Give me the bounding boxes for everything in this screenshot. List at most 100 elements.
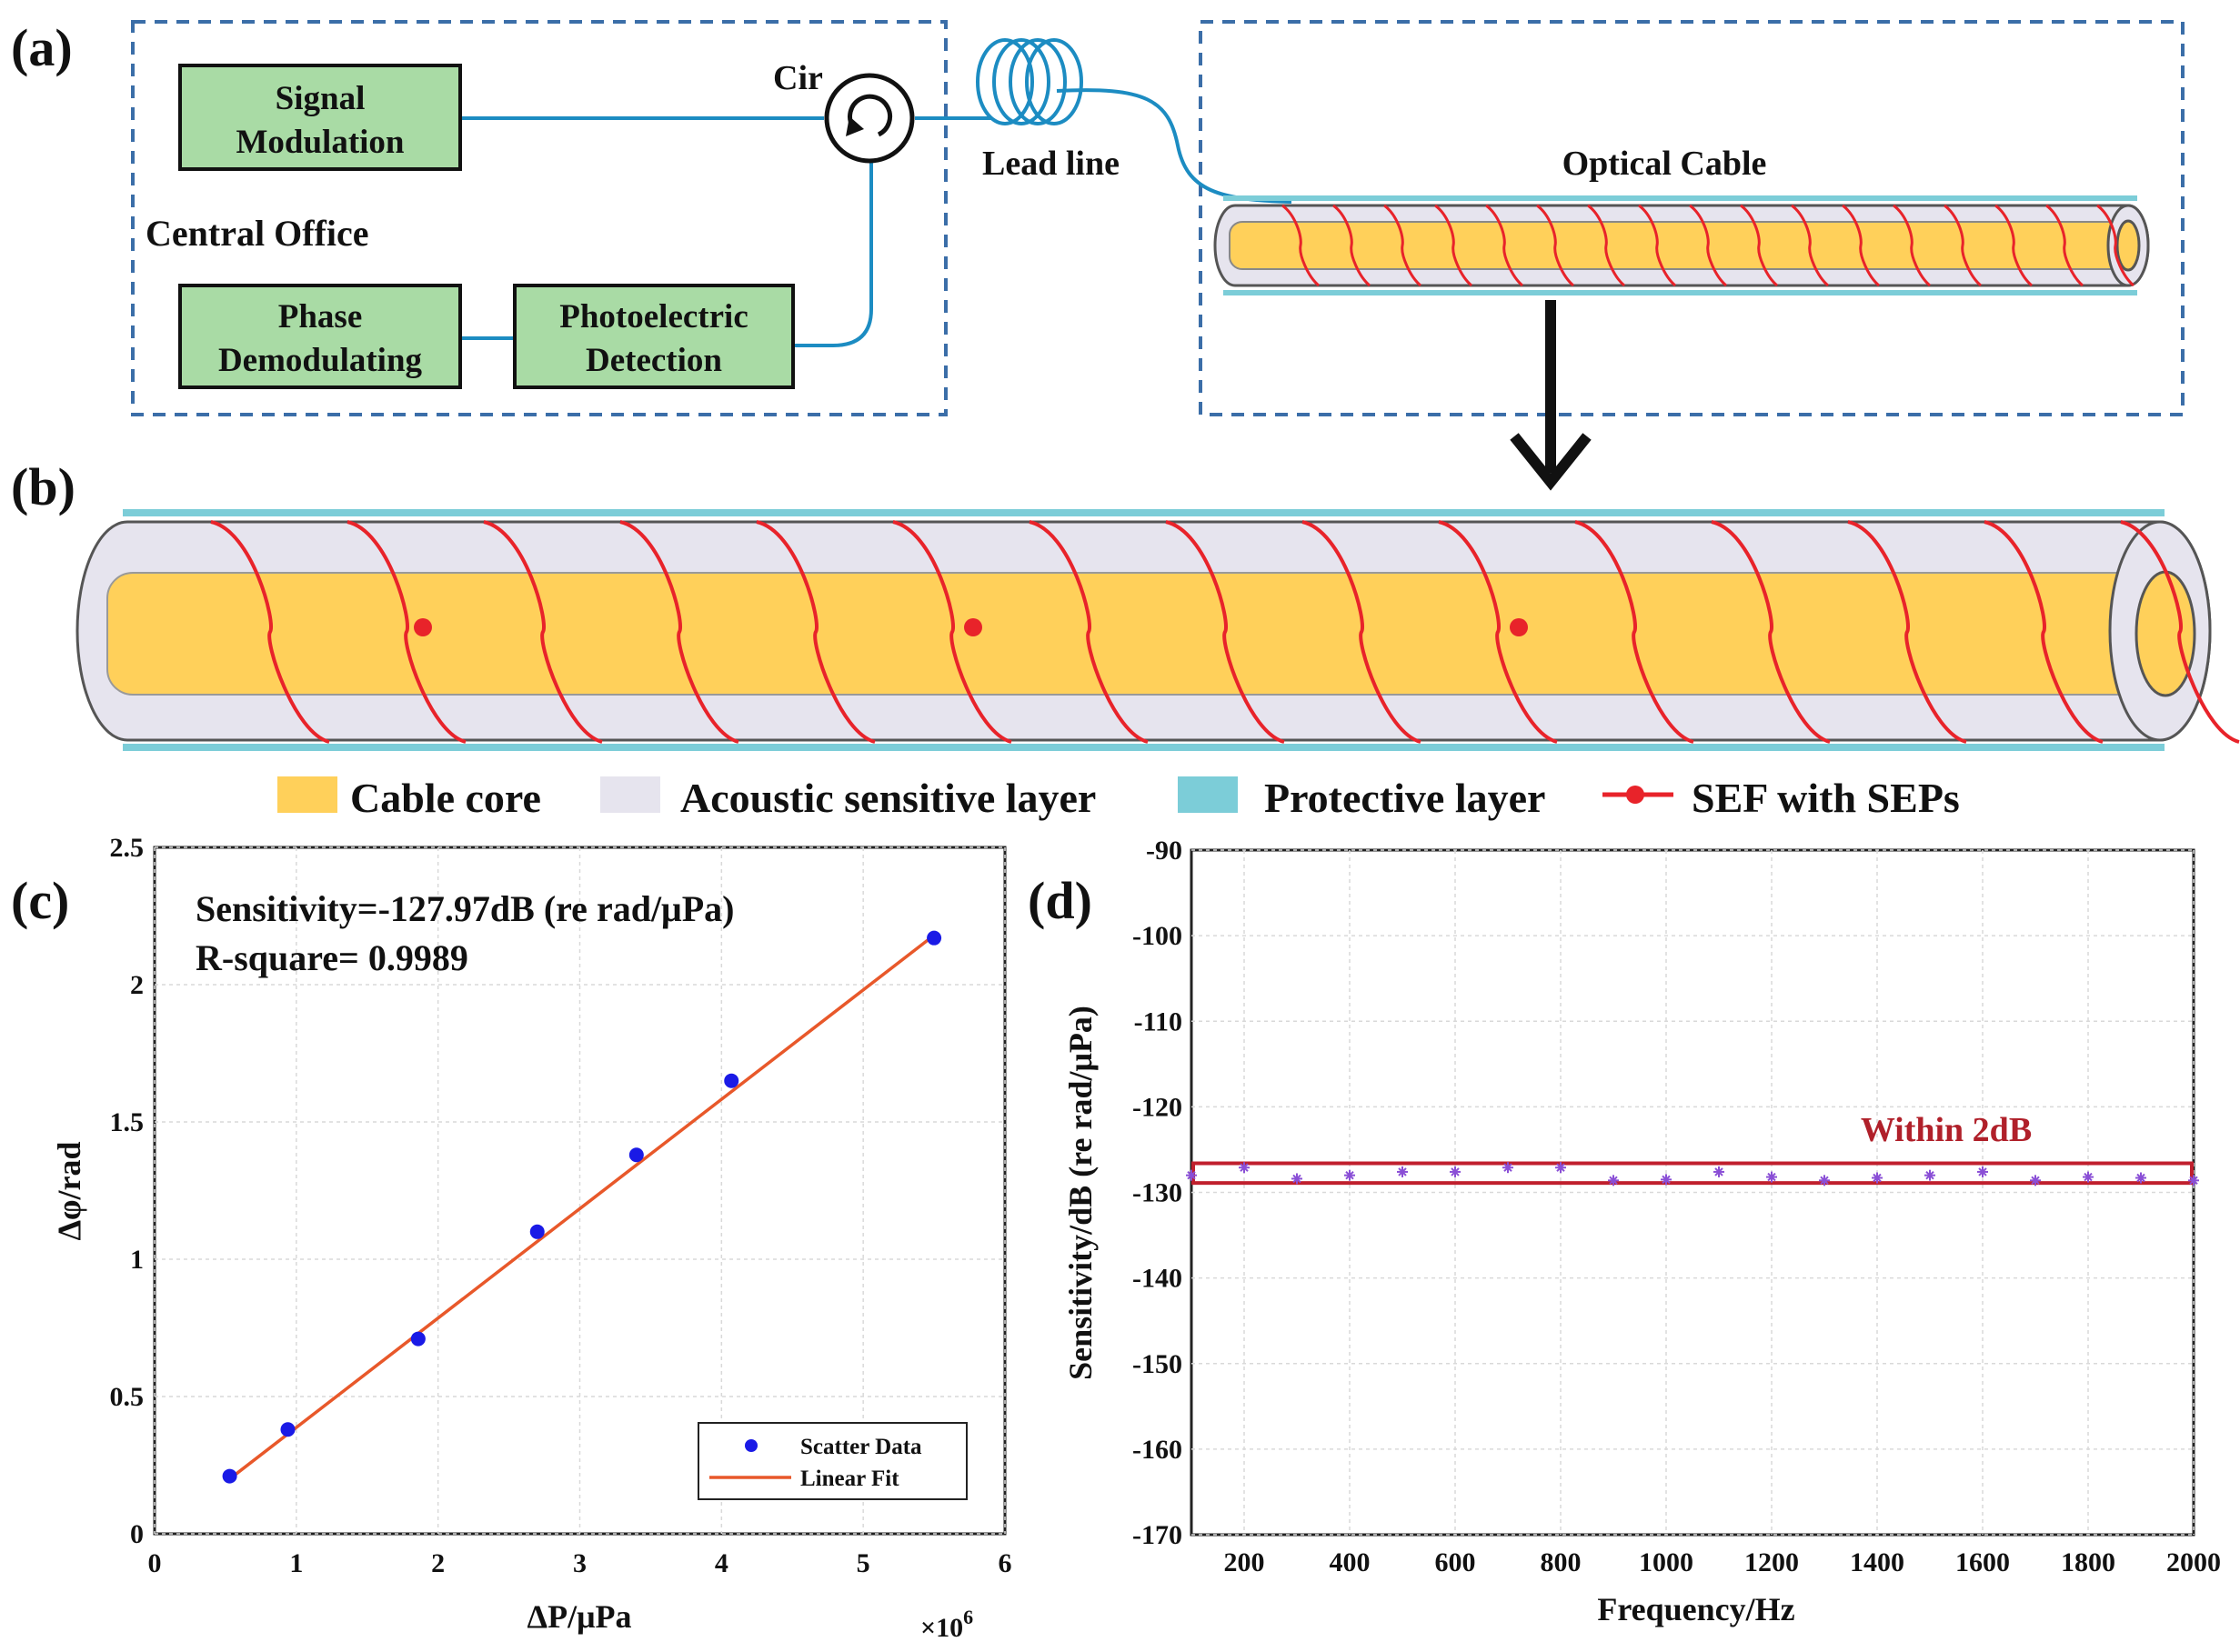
spiral-turn <box>1165 520 1285 744</box>
y-tick-label: -140 <box>1132 1264 1182 1294</box>
spiral-turn <box>1332 204 1371 287</box>
panel-a-label: (a) <box>11 18 73 77</box>
spiral-turn <box>1984 520 2104 744</box>
phase-demodulating-line2: Demodulating <box>218 342 423 379</box>
spiral-turn <box>619 520 739 744</box>
optical-cable-frame <box>1199 20 2185 416</box>
y-tick-label: -160 <box>1132 1435 1182 1465</box>
photoelectric-detection-box: Photoelectric Detection <box>513 284 795 389</box>
optical-cable-label: Optical Cable <box>1562 145 1767 183</box>
spiral-turn <box>1029 520 1149 744</box>
spiral-turn <box>1434 204 1473 287</box>
spiral-turn <box>892 520 1012 744</box>
scatter-point <box>927 930 942 946</box>
legend-protective-label: Protective layer <box>1264 775 1545 821</box>
chart-d-frame <box>1190 848 2195 1537</box>
spiral-turn <box>2096 204 2135 287</box>
x-tick-label: 5 <box>857 1548 870 1578</box>
chart-c-multiplier: ×106 <box>920 1606 973 1643</box>
phase-demodulating-box: Phase Demodulating <box>178 284 462 389</box>
spiral-turn <box>1281 204 1321 287</box>
spiral-turn <box>1842 204 1881 287</box>
x-tick-label: 2000 <box>2166 1547 2221 1577</box>
chart-d-yticks: -90-100-110-120-130-140-150-160-170 <box>1132 836 1182 1550</box>
x-tick-label: 600 <box>1435 1547 1476 1577</box>
large-cable-spiral <box>210 520 2240 744</box>
legend-fit-label: Linear Fit <box>800 1467 899 1491</box>
spiral-turn <box>2045 204 2084 287</box>
legend-core-swatch <box>277 776 337 813</box>
chart-c-grid <box>154 846 1006 1535</box>
circulator-label: Cir <box>773 59 823 97</box>
large-cable <box>75 509 2240 751</box>
sensitivity-point <box>2188 1175 2199 1186</box>
scatter-point <box>222 1468 237 1484</box>
spiral-turn <box>1893 204 1932 287</box>
panel-c-label: (c) <box>11 871 69 930</box>
x-tick-label: 6 <box>999 1548 1012 1578</box>
spiral-turn <box>1587 204 1626 287</box>
y-tick-label: -110 <box>1134 1006 1182 1036</box>
sensitivity-point <box>1555 1162 1566 1174</box>
sensitivity-point <box>1397 1166 1408 1177</box>
x-tick-label: 400 <box>1330 1547 1371 1577</box>
cable-legend: Cable core Acoustic sensitive layer Prot… <box>277 775 1960 821</box>
y-tick-label: -120 <box>1132 1092 1182 1122</box>
y-tick-label: -130 <box>1132 1178 1182 1208</box>
y-tick-label: 2 <box>130 970 144 1000</box>
scatter-point <box>724 1073 739 1088</box>
lead-line-coil-icon <box>976 38 1083 125</box>
sep-point-2 <box>964 618 982 636</box>
sensitivity-point <box>1661 1174 1672 1186</box>
panel-b-label: (b) <box>11 457 75 516</box>
circulator-icon <box>824 73 915 164</box>
central-office-frame <box>131 20 948 416</box>
chart-c-legend-box <box>698 1422 968 1500</box>
chart-c-points <box>222 930 942 1484</box>
signal-modulation-box: Signal Modulation <box>178 64 462 171</box>
scatter-point <box>628 1147 644 1163</box>
y-tick-label: -150 <box>1132 1349 1182 1379</box>
spiral-turn <box>210 520 330 744</box>
legend-core-label: Cable core <box>350 775 541 821</box>
sensitivity-point <box>1819 1175 1830 1186</box>
x-tick-label: 0 <box>148 1548 162 1578</box>
spiral-turn <box>1638 204 1677 287</box>
x-tick-label: 3 <box>573 1548 587 1578</box>
spiral-turn <box>347 520 467 744</box>
small-cable-spiral <box>1281 204 2135 287</box>
x-tick-label: 1000 <box>1639 1547 1693 1577</box>
y-tick-label: 1.5 <box>110 1107 145 1137</box>
spiral-turn <box>1944 204 1983 287</box>
x-tick-label: 1800 <box>2061 1547 2115 1577</box>
chart-c-xlabel: ΔP/μPa <box>527 1598 632 1635</box>
spiral-turn <box>1689 204 1728 287</box>
spiral-turn <box>1383 204 1422 287</box>
chart-c-yticks: 00.511.522.5 <box>110 833 145 1549</box>
linear-fit-line <box>228 934 936 1480</box>
sensitivity-point <box>1344 1169 1355 1181</box>
rsquare-annotation: R-square= 0.9989 <box>196 937 468 978</box>
x-tick-label: 1200 <box>1744 1547 1799 1577</box>
legend-scatter-marker <box>745 1439 758 1452</box>
x-tick-label: 1400 <box>1850 1547 1904 1577</box>
sensitivity-point <box>1186 1169 1197 1181</box>
sensitivity-point <box>1977 1166 1988 1177</box>
x-tick-label: 200 <box>1224 1547 1265 1577</box>
spiral-turn <box>1994 204 2034 287</box>
sensitivity-point <box>1291 1173 1302 1185</box>
chart-d-points <box>1186 1162 2199 1186</box>
sep-point-3 <box>1510 618 1528 636</box>
x-tick-label: 800 <box>1541 1547 1582 1577</box>
sensitivity-point <box>1713 1166 1724 1177</box>
sensitivity-point <box>1872 1172 1883 1184</box>
x-tick-label: 4 <box>715 1548 728 1578</box>
spiral-turn <box>2120 520 2240 744</box>
legend-sef-dot <box>1626 786 1644 804</box>
legend-scatter-label: Scatter Data <box>800 1435 922 1459</box>
spiral-turn <box>1536 204 1575 287</box>
central-office-label: Central Office <box>146 213 368 254</box>
